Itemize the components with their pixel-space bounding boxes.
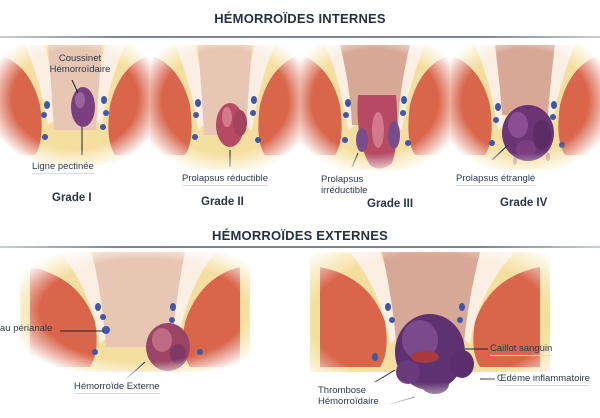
external-section-divider [0,246,600,248]
grade-1-label: Grade I [52,192,92,204]
grade-2-illustration [150,45,300,170]
thrombosed-hemorrhoid-illustration [290,252,600,418]
internal-section-title: HÉMORROÏDES INTERNES [214,11,386,26]
label-line-2: Hémorroïdaire [49,64,111,75]
grade-3-panel: Prolapsus irréductible Grade III [300,45,450,215]
perianal-skin-label: au périanale [0,323,53,334]
label-line-1: Thrombose [318,385,367,396]
grade-4-panel: Prolapsus étranglé Grade IV [450,45,600,215]
internal-section-divider [0,36,600,38]
label-line-1: Prolapsus [321,174,364,185]
label-line-1: Coussinet [58,53,102,64]
external-hemorrhoid-panel: au périanale Hémorroïde Externe [0,252,260,418]
pectinate-line-label: Ligne pectinée [32,161,94,174]
irreducible-prolapse-label: Prolapsus irréductible [321,174,367,196]
grade-1-panel: Coussinet Hémorroïdaire Ligne pectinée G… [0,45,150,215]
reducible-prolapse-label: Prolapsus réductible [182,173,269,186]
grade-4-label: Grade IV [500,197,548,209]
hemorrhoidal-thrombosis-label: Thrombose Hémorroïdaire [318,385,379,407]
blood-clot-label: Caillot sanguin [490,343,553,356]
strangulated-prolapse-label: Prolapsus étranglé [456,173,536,186]
label-line-2: Hémorroïdaire [318,396,379,407]
external-section-title: HÉMORROÏDES EXTERNES [212,228,388,243]
grade-2-panel: Prolapsus réductible Grade II [150,45,300,215]
grade-1-illustration [0,45,150,165]
grade-3-illustration [300,45,450,170]
grade-3-label: Grade III [367,198,414,210]
hemorrhoidal-cushion-label: Coussinet Hémorroïdaire [40,53,120,75]
grade-2-label: Grade II [201,196,244,208]
grade-4-illustration [450,45,600,170]
external-hemorrhoid-illustration [0,252,260,382]
inflammatory-edema-label: Œdéme inflammatoire [497,373,590,386]
label-line-2: irréductible [321,185,368,196]
thrombosed-hemorrhoid-panel: Caillot sanguin Œdéme inflammatoire Thro… [290,252,600,418]
external-hemorrhoid-label: Hémorroïde Externe [74,381,160,394]
